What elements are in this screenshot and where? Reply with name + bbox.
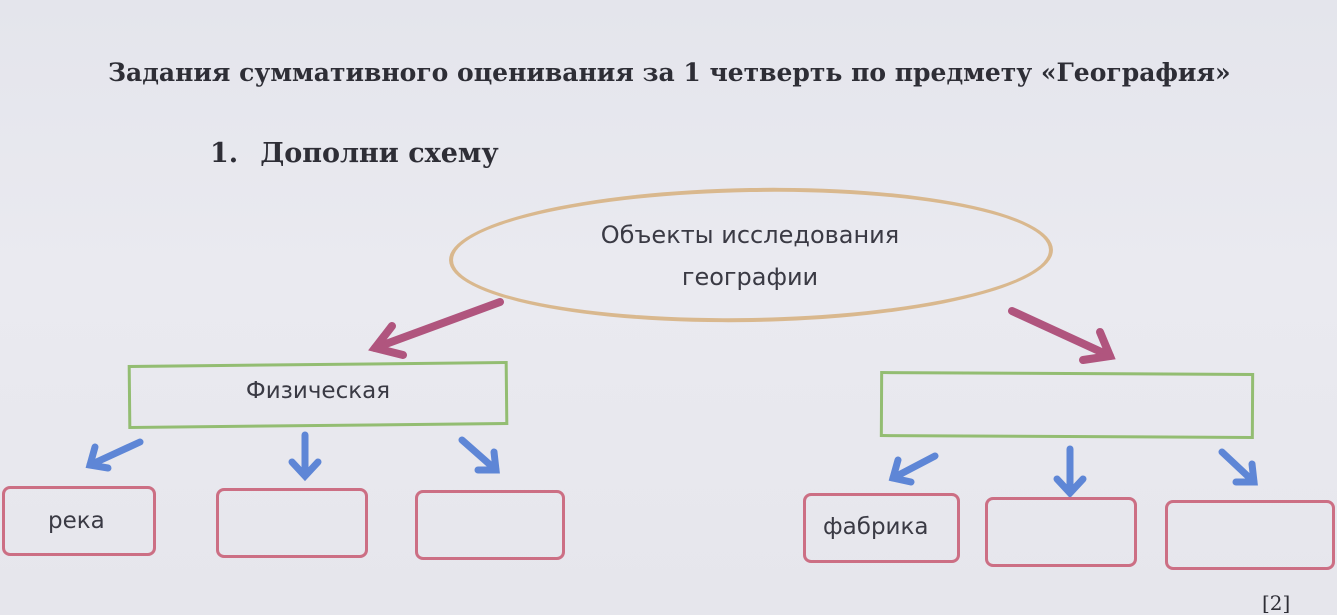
arrow-root-to-social xyxy=(1008,307,1116,364)
task-number: 1. xyxy=(210,138,239,169)
leaf-label-factory: фабрика xyxy=(823,514,929,540)
leaf-box-factory xyxy=(803,493,960,563)
arrow-physical-left xyxy=(85,438,144,472)
arrow-root-to-physical xyxy=(368,298,504,359)
branch-label-physical: Физическая xyxy=(245,378,391,404)
leaf-box-river xyxy=(2,486,156,556)
arrow-physical-down xyxy=(288,431,322,482)
leaf-label-river: река xyxy=(48,508,105,534)
arrow-social-down xyxy=(1053,445,1087,499)
branch-box-empty[interactable] xyxy=(879,371,1255,439)
arrow-social-right xyxy=(1218,448,1258,486)
leaf-box-empty-3[interactable] xyxy=(985,497,1137,567)
arrow-social-left xyxy=(888,452,939,486)
root-label-line1: Объекты исследования xyxy=(600,221,900,249)
leaf-box-empty-1[interactable] xyxy=(216,488,368,558)
leaf-box-empty-2[interactable] xyxy=(415,490,565,560)
task-text: Дополни схему xyxy=(260,138,499,169)
arrow-physical-right xyxy=(458,436,500,474)
leaf-box-empty-4[interactable] xyxy=(1165,500,1335,570)
root-label: Объекты исследования географии xyxy=(560,214,940,298)
task-prompt: 1. Дополни схему xyxy=(210,138,499,169)
root-label-line2: географии xyxy=(681,263,819,291)
score-mark: [2] xyxy=(1262,591,1291,615)
page-heading: Задания суммативного оценивания за 1 чет… xyxy=(108,58,1231,87)
